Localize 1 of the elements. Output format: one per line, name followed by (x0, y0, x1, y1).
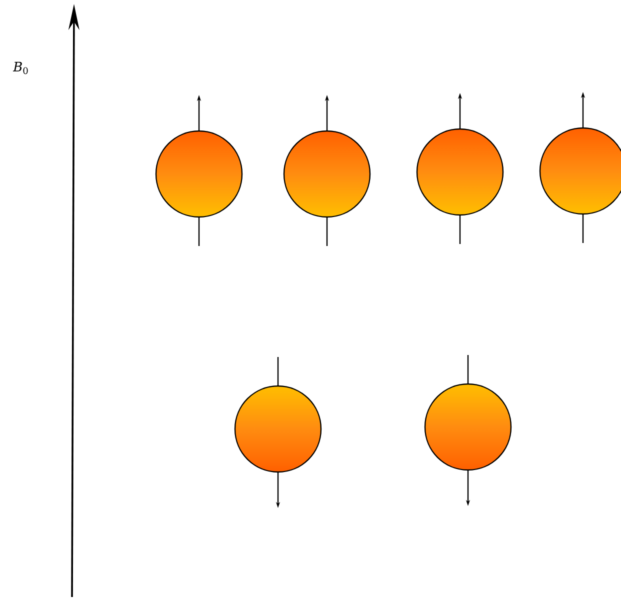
field-label: B$_{0}$ (12, 62, 28, 74)
